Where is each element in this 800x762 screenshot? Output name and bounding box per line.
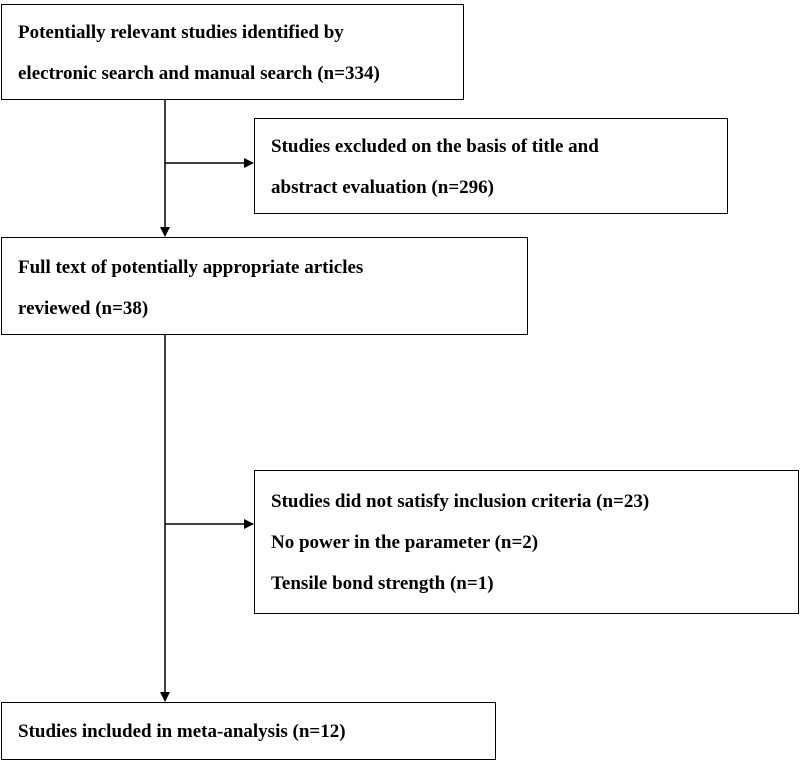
identified-studies-box: Potentially relevant studies identified … bbox=[1, 4, 464, 100]
excluded-full-text-box: Studies did not satisfy inclusion criter… bbox=[254, 470, 799, 614]
excluded-full-text-line-2: No power in the parameter (n=2) bbox=[271, 532, 539, 553]
full-text-reviewed-line-2: reviewed (n=38) bbox=[18, 298, 149, 319]
identified-studies-line-2: electronic search and manual search (n=3… bbox=[18, 63, 380, 84]
included-studies-box: Studies included in meta-analysis (n=12) bbox=[1, 702, 496, 760]
excluded-title-abstract-line-2: abstract evaluation (n=296) bbox=[271, 177, 494, 198]
excluded-title-abstract-line-1: Studies excluded on the basis of title a… bbox=[271, 136, 599, 157]
identified-studies-line-1: Potentially relevant studies identified … bbox=[18, 22, 344, 43]
excluded-full-text-line-3: Tensile bond strength (n=1) bbox=[271, 573, 494, 594]
included-studies-line-1: Studies included in meta-analysis (n=12) bbox=[18, 721, 346, 742]
full-text-reviewed-line-1: Full text of potentially appropriate art… bbox=[18, 257, 364, 278]
full-text-reviewed-box: Full text of potentially appropriate art… bbox=[1, 237, 528, 335]
excluded-title-abstract-box: Studies excluded on the basis of title a… bbox=[254, 118, 728, 214]
excluded-full-text-line-1: Studies did not satisfy inclusion criter… bbox=[271, 491, 650, 512]
